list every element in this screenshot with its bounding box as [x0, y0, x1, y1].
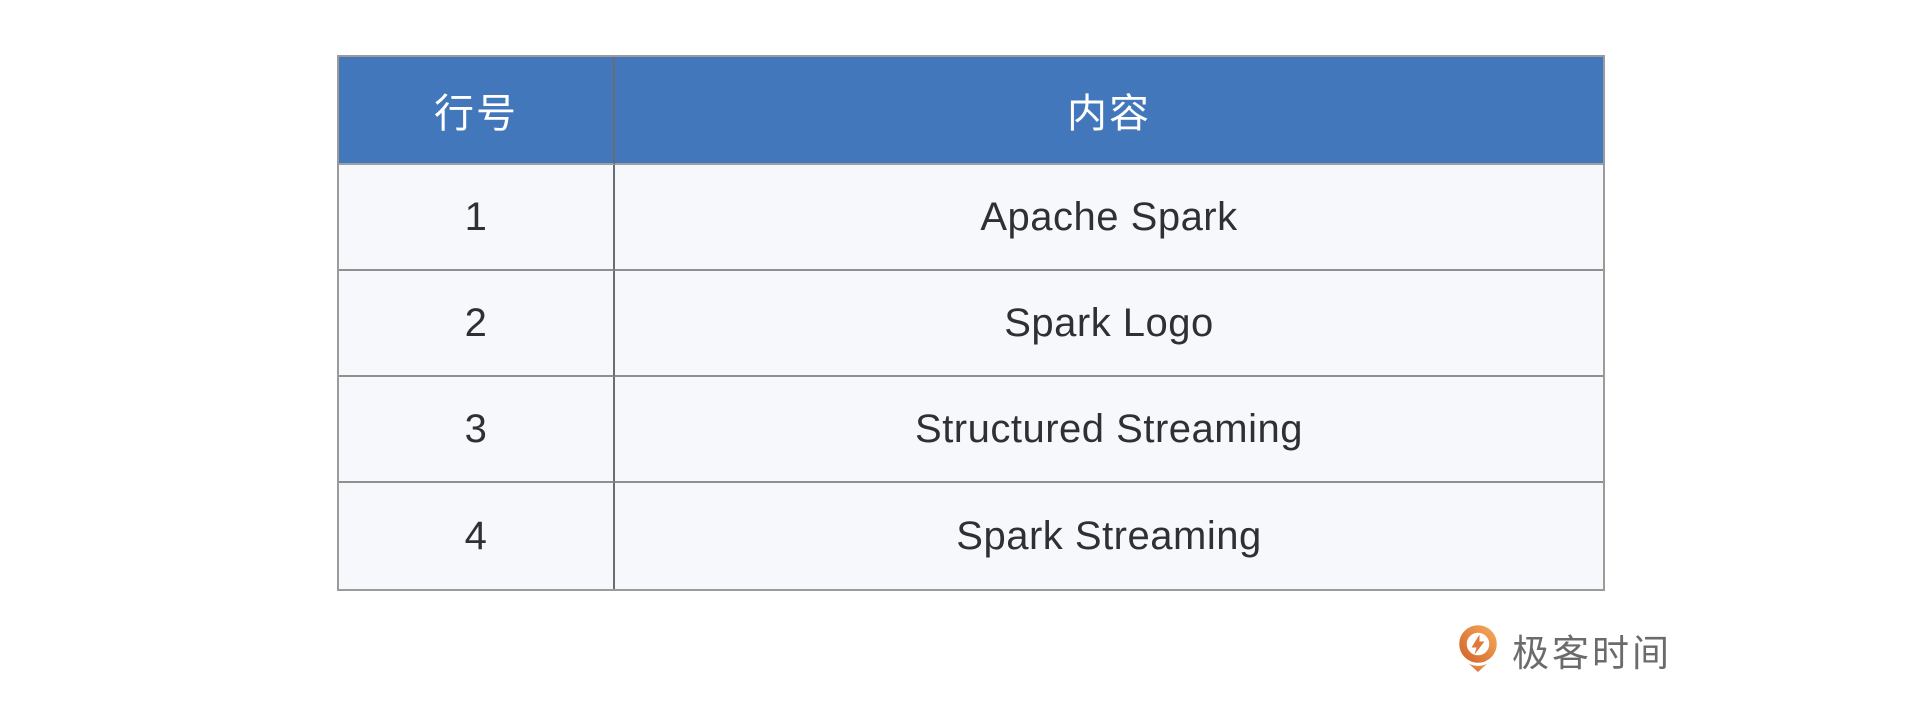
geektime-logo-text: 极客时间: [1512, 633, 1672, 674]
table-row-content: Spark Logo: [615, 271, 1603, 377]
table-row-content: Spark Streaming: [615, 483, 1603, 589]
table-header-row-number: 行号: [339, 57, 615, 165]
table-row-content: Structured Streaming: [615, 377, 1603, 483]
content-table: 行号 内容 1 Apache Spark 2 Spark Logo 3 Stru…: [337, 55, 1605, 591]
table-row-number: 1: [339, 165, 615, 271]
geektime-watermark: 极客时间: [1454, 620, 1672, 680]
table-row-number: 4: [339, 483, 615, 589]
table-row-number: 2: [339, 271, 615, 377]
table-row-content: Apache Spark: [615, 165, 1603, 271]
table-header-content: 内容: [615, 57, 1603, 165]
table-row-number: 3: [339, 377, 615, 483]
geektime-icon: [1459, 625, 1497, 672]
